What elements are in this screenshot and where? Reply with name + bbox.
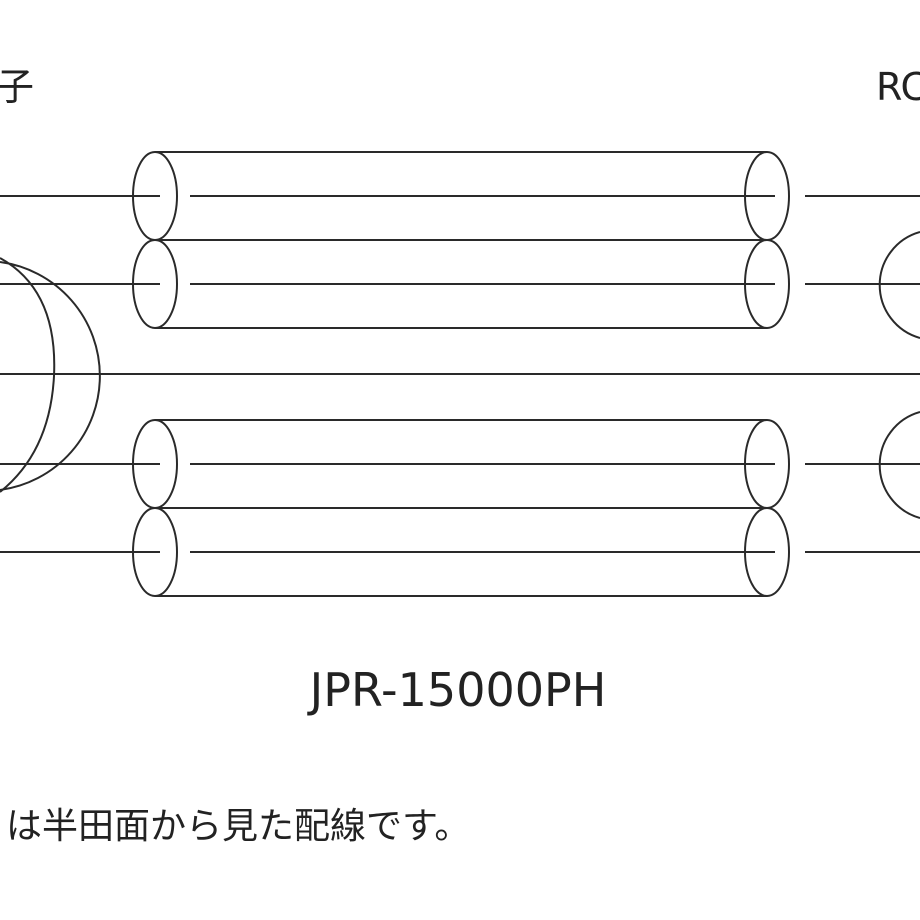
lower-cable-left-end-2: [132, 507, 178, 598]
left-connector-arc: [0, 257, 56, 493]
right-connector-label: RC: [876, 65, 920, 109]
model-label: JPR-15000PH: [307, 663, 607, 717]
upper-cable-left-end-2: [132, 239, 178, 330]
note-text: は半田面から見た配線です。: [6, 806, 470, 847]
left-connector-label: 子: [0, 65, 34, 109]
upper-cable: [0, 151, 920, 330]
left-connector-outline: [0, 261, 101, 491]
lower-cable: [0, 419, 920, 598]
